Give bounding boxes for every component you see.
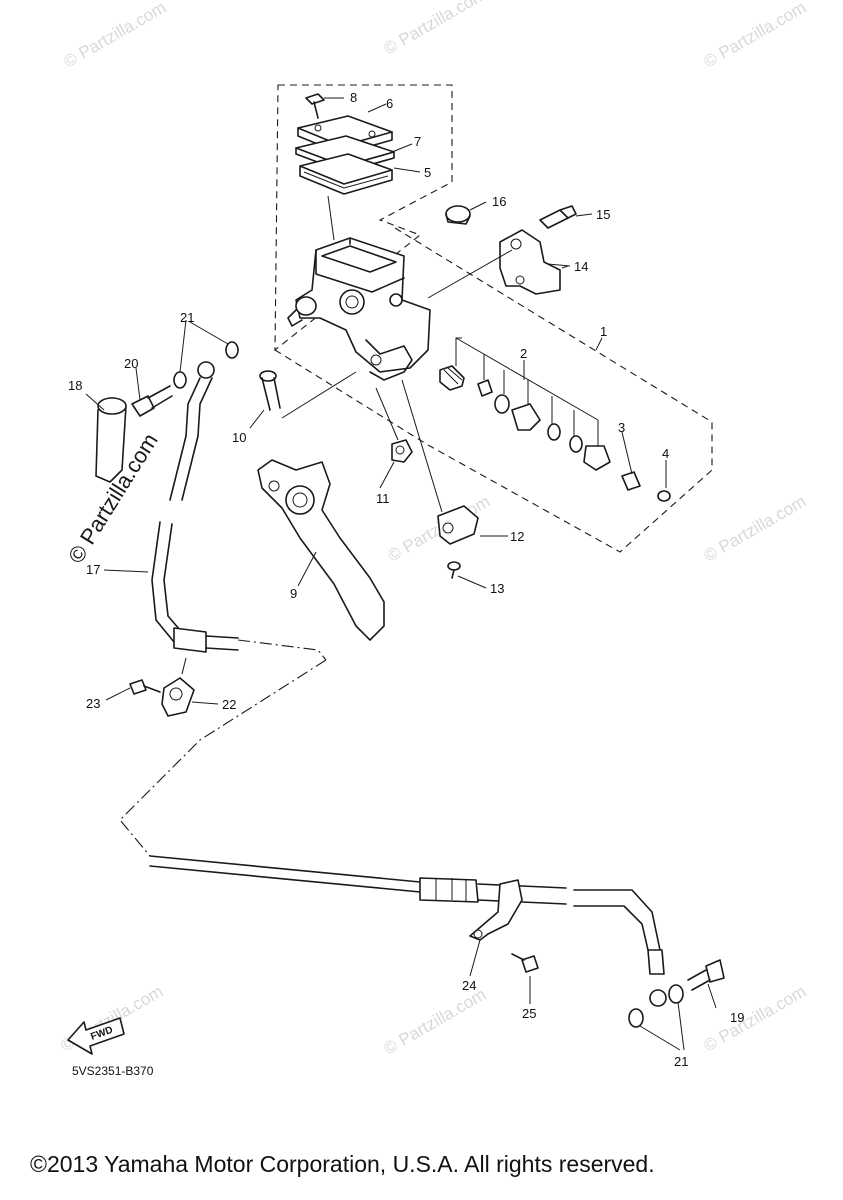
watermark: © Partzilla.com [701,0,810,71]
watermark: © Partzilla.com [381,0,490,58]
hose-continuation-middle [119,659,327,857]
watermark: © Partzilla.com [61,0,170,71]
bracket-bolt [511,953,539,973]
switch-screw [447,561,461,579]
callout-25: 25 [522,1006,536,1021]
callout-11: 11 [376,491,390,506]
callout-13: 13 [490,581,504,596]
callout-7: 7 [414,134,421,149]
hose-clamp [161,677,195,717]
master-cylinder-body [287,237,431,381]
brake-lever [257,459,385,641]
cap-alignment-line [327,195,335,241]
brake-hose-lower [149,855,667,1007]
callout-14: 14 [574,259,588,274]
callout-20: 20 [124,356,138,371]
piston-kit [439,365,671,502]
hose-continuation-upper [237,639,327,661]
watermark: © Partzilla.com [381,985,490,1059]
washer-upper-left [173,371,187,389]
callout-24: 24 [462,978,476,993]
watermark: © Partzilla.com [701,492,810,566]
washer-lower-right [668,984,684,1004]
callout-23: 23 [86,696,100,711]
callout-19: 19 [730,1010,744,1025]
clamp-bolt [129,679,161,695]
washer-upper-right [225,341,239,359]
brake-switch [437,505,479,545]
callout-5: 5 [424,165,431,180]
diagram-code: 5VS2351-B370 [72,1064,154,1078]
watermark: © Partzilla.com [58,982,167,1056]
cap-screw [305,93,325,119]
holder-alignment-line [427,249,513,299]
callout-15: 15 [596,207,610,222]
callout-12: 12 [510,529,524,544]
pivot-bolt-line [281,371,357,419]
callout-4: 4 [662,446,669,461]
callout-16: 16 [492,194,506,209]
callout-8: 8 [350,90,357,105]
reservoir-plug [445,205,471,225]
holder [499,229,561,295]
holder-bolt [539,205,577,229]
callout-6: 6 [386,96,393,111]
copyright-notice: ©2013 Yamaha Motor Corporation, U.S.A. A… [30,1151,655,1177]
nut-line [375,387,399,441]
diaphragm [299,153,393,195]
callout-22: 22 [222,697,236,712]
banjo-bolt-upper [131,385,173,417]
body-to-kit-outline [274,349,429,446]
watermark: © Partzilla.com [701,982,810,1056]
brake-hose-upper [151,361,239,653]
pivot-bolt [259,370,281,411]
callout-labels: 8 6 7 5 16 15 14 1 2 3 4 21 20 18 10 11 … [68,90,744,1069]
banjo-bolt-lower [687,959,725,991]
callout-1: 1 [600,324,607,339]
piston-kit-index-lines [455,337,599,446]
leader-lines [85,97,717,1051]
callout-2: 2 [520,346,527,361]
pivot-nut [391,439,413,463]
callout-3: 3 [618,420,625,435]
callout-10: 10 [232,430,246,445]
switch-line [401,379,443,513]
callout-21-upper: 21 [180,310,194,325]
callout-9: 9 [290,586,297,601]
washer-lower-left [628,1008,644,1028]
callout-21-lower: 21 [674,1054,688,1069]
clamp-line [181,657,187,675]
callout-18: 18 [68,378,82,393]
hose-bracket [469,879,523,941]
rubber-boot [95,397,127,483]
callout-17: 17 [86,562,100,577]
fwd-arrow-icon: FWD [67,1017,125,1055]
master-cylinder-kit-outline [394,227,713,553]
